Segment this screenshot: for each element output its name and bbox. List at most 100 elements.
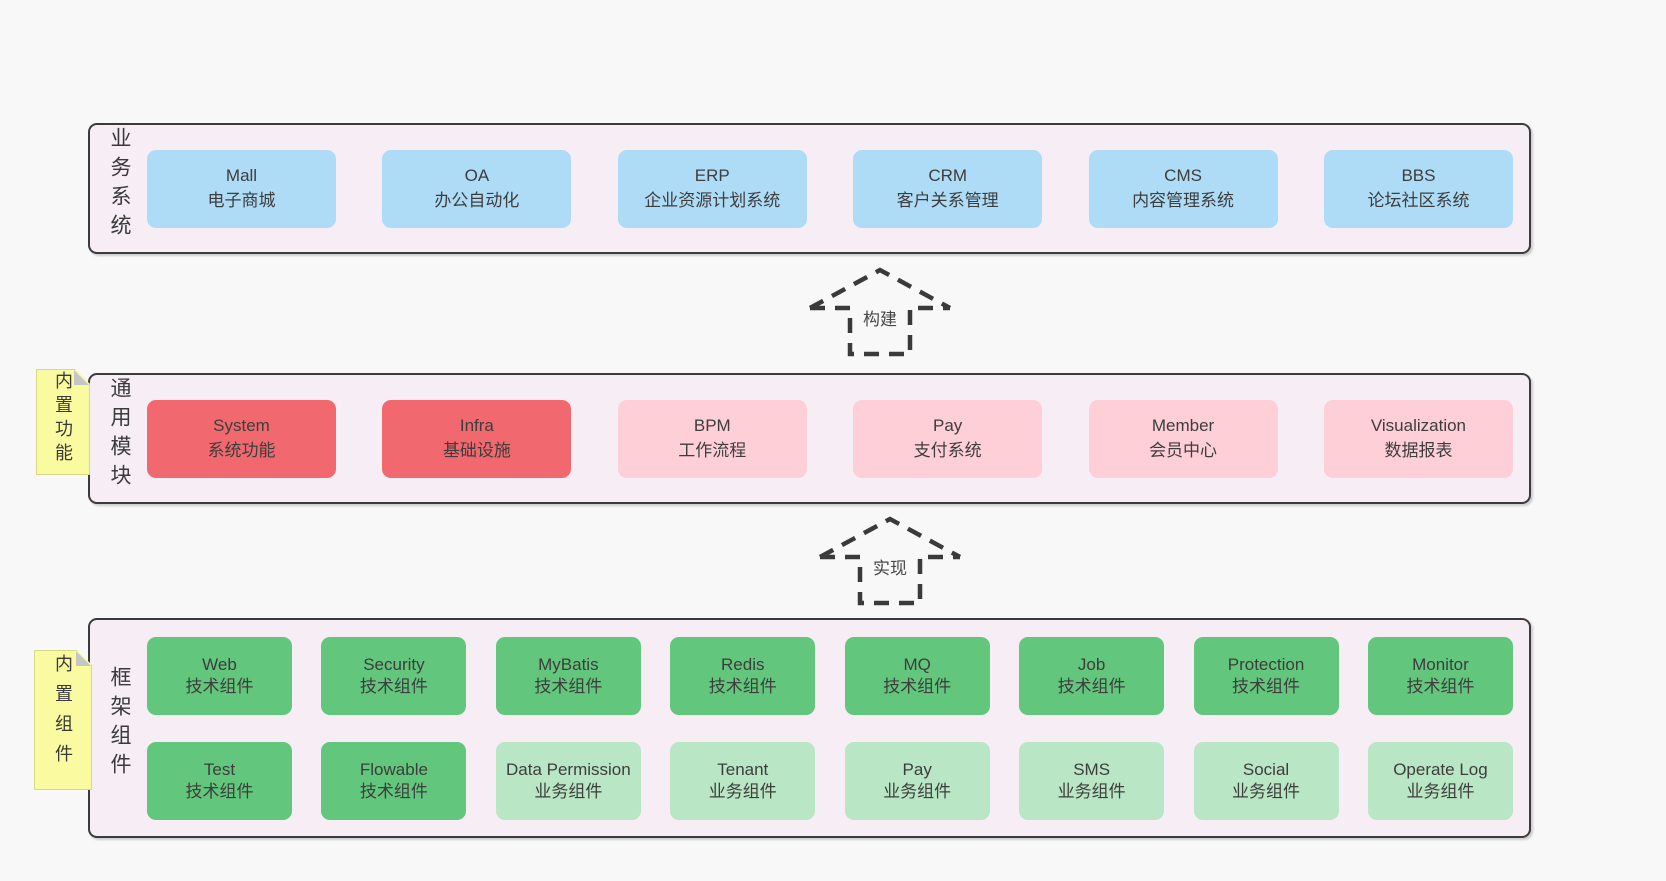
module-box-title: System [213, 416, 270, 436]
module-box-subtitle: 技术组件 [1057, 676, 1126, 696]
module-box-subtitle: 技术组件 [534, 676, 603, 696]
module-box-subtitle: 系统功能 [207, 440, 276, 460]
module-box-title: Protection [1227, 654, 1305, 674]
module-box-title: CRM [928, 166, 968, 186]
module-box-pay: Pay 支付系统 [853, 399, 1043, 478]
business-systems-label: 业务系统 [108, 126, 131, 243]
module-box-title: Job [1077, 654, 1106, 674]
module-box-infra: Infra 基础设施 [382, 399, 572, 478]
module-box-subtitle: 技术组件 [359, 781, 428, 801]
module-box-erp: ERP 企业资源计划系统 [617, 149, 807, 228]
module-box-title: MyBatis [538, 654, 599, 674]
module-box-bbs: BBS 论坛社区系统 [1323, 149, 1513, 228]
built-in-components-label: 内置组件 [53, 654, 73, 774]
module-box-title: Security [363, 654, 425, 674]
module-box-subtitle: 客户关系管理 [896, 190, 999, 210]
module-box-title: Flowable [359, 759, 428, 779]
built-in-components-sticky-note: 内置组件 [34, 650, 92, 790]
module-box-cms: CMS 内容管理系统 [1088, 149, 1278, 228]
module-box-subtitle: 技术组件 [1406, 676, 1475, 696]
module-box-title: BBS [1401, 166, 1436, 186]
module-box-title: Monitor [1412, 654, 1469, 674]
common-modules-label: 通用模块 [108, 376, 131, 493]
module-box-title: Mall [225, 166, 258, 186]
module-box-title: Infra [459, 416, 494, 436]
module-box-title: Web [202, 654, 237, 674]
module-box-title: OA [464, 166, 490, 186]
module-box-title: Visualization [1370, 416, 1467, 436]
module-box-title: Test [203, 759, 236, 779]
module-box-subtitle: 业务组件 [883, 781, 952, 801]
module-box-visualization: Visualization 数据报表 [1323, 399, 1513, 478]
implement-arrow: 实现 [814, 513, 966, 609]
module-box-subtitle: 技术组件 [708, 676, 777, 696]
module-box-title: CMS [1164, 166, 1202, 186]
common-modules-band: 通用模块 System 系统功能 Infra 基础设施 BPM 工作流程 Pay 支付系统 Me… [88, 373, 1531, 504]
module-box-title: SMS [1073, 759, 1111, 779]
module-box-bpm: BPM 工作流程 [617, 399, 807, 478]
dashed-up-arrow-icon [808, 267, 952, 357]
module-box-title: Operate Log [1393, 759, 1488, 779]
module-box-subtitle: 支付系统 [913, 440, 982, 460]
module-box-title: MQ [903, 654, 931, 674]
module-box-title: BPM [693, 416, 731, 436]
module-box-subtitle: 企业资源计划系统 [644, 190, 781, 210]
module-box-subtitle: 会员中心 [1149, 440, 1218, 460]
module-box-title: Tenant [717, 759, 769, 779]
module-box-subtitle: 电子商城 [207, 190, 276, 210]
module-box-crm: CRM 客户关系管理 [853, 149, 1043, 228]
module-box-subtitle: 数据报表 [1384, 440, 1453, 460]
dashed-up-arrow-icon [818, 516, 962, 606]
module-box-subtitle: 业务组件 [1057, 781, 1126, 801]
module-box-subtitle: 业务组件 [1406, 781, 1475, 801]
module-box-subtitle: 技术组件 [359, 676, 428, 696]
module-box-subtitle: 基础设施 [442, 440, 511, 460]
module-box-subtitle: 业务组件 [1232, 781, 1301, 801]
built-in-features-sticky-note: 内置功能 [36, 369, 90, 475]
module-box-title: Redis [721, 654, 765, 674]
module-box-subtitle: 技术组件 [185, 781, 254, 801]
module-box-subtitle: 业务组件 [708, 781, 777, 801]
module-box-subtitle: 技术组件 [883, 676, 952, 696]
build-arrow-label: 构建 [858, 302, 902, 333]
sticky-folded-corner-icon [74, 370, 89, 385]
framework-components-label: 框架组件 [108, 666, 131, 782]
module-box-title: Pay [933, 416, 963, 436]
built-in-features-label: 内置功能 [53, 371, 73, 467]
module-box-title: Data Permission [505, 759, 631, 779]
build-arrow: 构建 [804, 264, 956, 360]
module-box-subtitle: 技术组件 [185, 676, 254, 696]
module-box-subtitle: 论坛社区系统 [1367, 190, 1470, 210]
module-box-title: ERP [694, 166, 730, 186]
module-box-subtitle: 工作流程 [678, 440, 747, 460]
module-box-subtitle: 技术组件 [1232, 676, 1301, 696]
module-box-subtitle: 业务组件 [534, 781, 603, 801]
module-box-subtitle: 内容管理系统 [1132, 190, 1235, 210]
module-box-title: Pay [902, 759, 932, 779]
